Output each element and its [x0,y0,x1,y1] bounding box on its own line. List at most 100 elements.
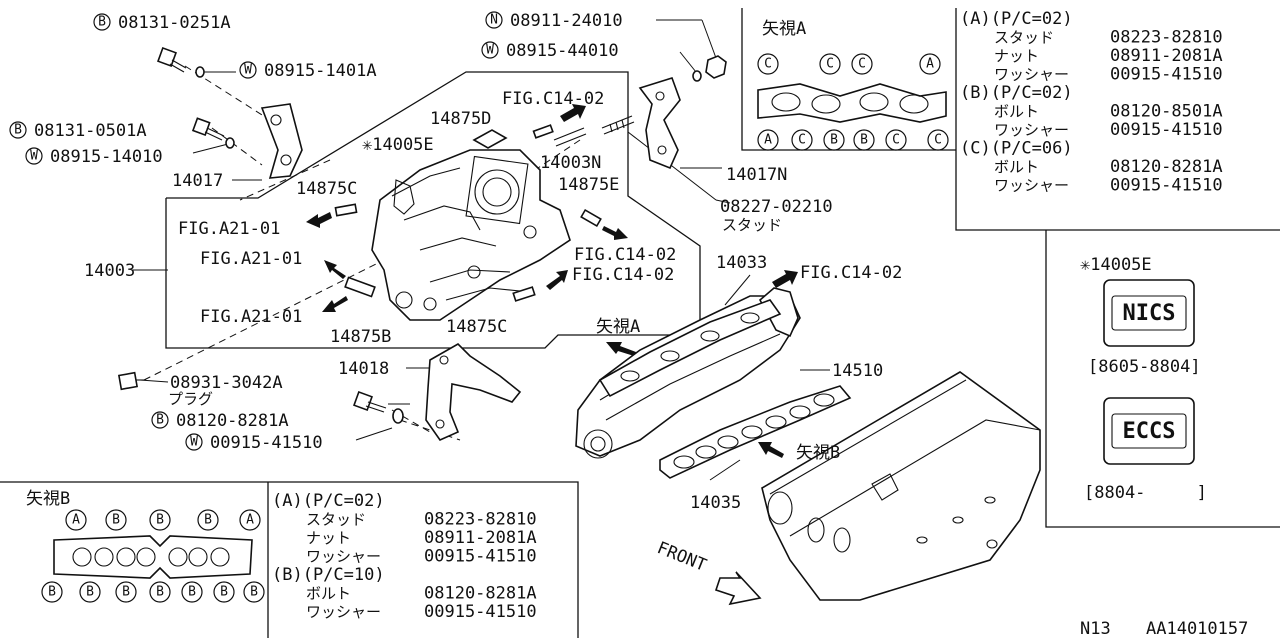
callout-circle: B [853,129,875,151]
callout-w-08915-14010: W 08915-14010 [25,147,163,167]
bolt-08131-0251A [157,47,205,78]
stud-kana: スタッド [722,216,782,234]
spec-item-code: 08911-2081A [424,528,537,548]
part-14510: 14510 [832,361,883,381]
spec-item-code: 00915-41510 [1110,120,1223,140]
callout-letter: B [112,513,120,528]
fig-arrows [306,104,798,458]
callout-prefix: W [30,149,38,164]
callout-circle: B [213,581,235,603]
callout-circle: B [181,581,203,603]
callout-code: 08131-0251A [118,13,231,33]
fig-ref-c14-02: FIG.C14-02 [502,89,604,109]
spec-item-code: 08911-2081A [1110,46,1223,66]
fig-ref-c14-02: FIG.C14-02 [572,265,674,285]
callout-08931-3042A: 08931-3042A プラグ [168,373,283,408]
callout-letter: C [934,133,942,148]
part-14875D: 14875D [430,109,491,129]
callout-letter: B [156,513,164,528]
callout-circle: C [927,129,949,151]
spec-item-name: ナット [994,47,1039,65]
callout-letter: B [220,585,228,600]
spec-item-code: 08120-8281A [1110,157,1223,177]
callout-letter: C [826,57,834,72]
part-14003: 14003 [84,261,135,281]
part-14017N: 14017N [726,165,787,185]
spec-group-head: (C)(P/C=06) [960,139,1073,159]
callout-w-08915-1401A: W 08915-1401A [239,61,377,81]
nut-08911-24010 [692,55,727,82]
callout-letter: B [122,585,130,600]
part-14018: 14018 [338,359,389,379]
callout-circle: B [41,581,63,603]
callout-b-08131-0501A: B 08131-0501A [9,121,147,141]
callout-prefix: W [486,43,494,58]
part-14017: 14017 [172,171,223,191]
spec-item-code: 00915-41510 [424,602,537,622]
part-14875C: 14875C [296,179,357,199]
bracket-14017 [260,103,303,179]
callout-circle: B [823,129,845,151]
callout-letter: A [764,133,772,148]
leader-lines [132,19,830,481]
callout-b-08120-8281A: B 08120-8281A [151,411,289,431]
spec-item-code: 00915-41510 [424,547,537,567]
spec-item-name: ワッシャー [994,177,1069,195]
fig-ref-c14-02: FIG.C14-02 [574,245,676,265]
callout-circle: C [791,129,813,151]
engine-head [761,371,1041,601]
callout-letter: B [204,513,212,528]
plug-08931-3042A [117,371,146,391]
callout-letter: B [188,585,196,600]
callout-w-00915-41510: W 00915-41510 [185,433,323,453]
spec-item-name: ワッシャー [994,121,1069,139]
part-14005E: ✳14005E [362,135,434,155]
part-14033: 14033 [716,253,767,273]
spec-item-name: スタッド [994,29,1054,47]
spec-item-code: 00915-41510 [1110,65,1223,85]
spec-item-name: ワッシャー [306,603,381,621]
callout-circle: C [819,53,841,75]
callout-prefix: B [14,123,22,138]
part-14875E: 14875E [558,175,619,195]
callout-circle: B [243,581,265,603]
bolt-08131-0501A [191,117,235,149]
front-label: FRONT [654,538,709,576]
spec-item-name: ボルト [306,585,351,603]
callout-letter: B [156,585,164,600]
callout-code: 08915-1401A [264,61,377,81]
spec-group-head: (B)(P/C=10) [272,565,385,585]
eccs-range: [8804- ] [1084,483,1207,503]
callout-circle: C [851,53,873,75]
callout-n-08911-24010: N 08911-24010 [485,11,623,31]
callout-circle: C [885,129,907,151]
intake-manifold-14003 [371,149,571,321]
callout-circle: C [757,53,779,75]
spec-item-name: スタッド [306,511,366,529]
spec-group-head: (A)(P/C=02) [272,491,385,511]
callout-letter: C [764,57,772,72]
spec-group-head: (B)(P/C=02) [960,83,1073,103]
part-14035: 14035 [690,493,741,513]
callout-prefix: W [244,63,252,78]
spec-item-code: 08223-82810 [1110,28,1223,48]
callout-letter: B [250,585,258,600]
part-14003N: 14003N [540,153,601,173]
callout-w-08915-44010: W 08915-44010 [481,41,619,61]
callout-letter: C [858,57,866,72]
callout-letter: B [830,133,838,148]
stud-08227-02210 [601,115,635,135]
fig-ref-c14-02: FIG.C14-02 [800,263,902,283]
callout-prefix: W [190,435,198,450]
gasket-14510 [598,299,782,398]
callout-circle: A [239,509,261,531]
callout-letter: B [86,585,94,600]
callout-code: 00915-41510 [210,433,323,453]
callout-letter: C [892,133,900,148]
nics-text: NICS [1123,301,1176,326]
callout-circle: A [757,129,779,151]
front-arrow [714,571,762,606]
